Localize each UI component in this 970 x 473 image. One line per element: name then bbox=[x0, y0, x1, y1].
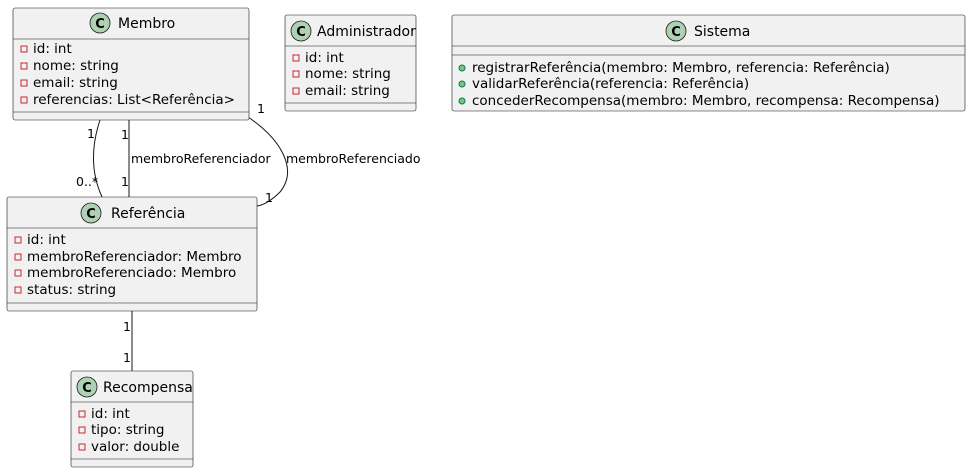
private-visibility-icon bbox=[292, 70, 300, 78]
private-visibility-icon bbox=[20, 79, 28, 87]
multiplicity-label: 1 bbox=[123, 319, 131, 334]
class-title: Membro bbox=[118, 16, 175, 32]
private-visibility-icon bbox=[292, 87, 300, 95]
public-visibility-icon bbox=[458, 97, 466, 105]
association-role-label: membroReferenciado bbox=[286, 151, 420, 166]
private-visibility-icon bbox=[20, 45, 28, 53]
class-sistema[interactable]: C Sistema registrarReferência(membro: Me… bbox=[451, 14, 966, 112]
class-badge-letter: C bbox=[82, 381, 92, 396]
multiplicity-label: 1 bbox=[123, 350, 131, 365]
class-badge-letter: C bbox=[671, 25, 681, 40]
class-administrador[interactable]: C Administrador id: int nome: string ema… bbox=[284, 14, 417, 112]
class-attribute: status: string bbox=[27, 282, 116, 298]
association-role-label: membroReferenciador bbox=[131, 151, 271, 166]
class-membro[interactable]: C Membro id: int nome: string email: str… bbox=[12, 7, 250, 121]
multiplicity-label: 1 bbox=[87, 126, 95, 141]
private-visibility-icon bbox=[14, 286, 22, 294]
public-visibility-icon bbox=[458, 80, 466, 88]
class-attribute: referencias: List<Referência> bbox=[33, 92, 235, 108]
class-attribute: email: string bbox=[33, 75, 118, 91]
class-attribute: tipo: string bbox=[91, 422, 164, 438]
class-badge-letter: C bbox=[296, 25, 306, 40]
private-visibility-icon bbox=[78, 443, 86, 451]
class-attribute: membroReferenciador: Membro bbox=[27, 249, 242, 265]
association-membro-referenciado: 1 membroReferenciado 1 bbox=[247, 101, 420, 207]
class-referencia[interactable]: C Referência id: int membroReferenciador… bbox=[6, 196, 258, 312]
class-attribute: valor: double bbox=[91, 439, 179, 455]
class-badge-letter: C bbox=[95, 17, 105, 32]
private-visibility-icon bbox=[292, 54, 300, 62]
private-visibility-icon bbox=[14, 236, 22, 244]
association-membro-referencia-many: 1 0..* bbox=[76, 119, 103, 198]
class-title: Referência bbox=[111, 206, 185, 222]
private-visibility-icon bbox=[78, 410, 86, 418]
multiplicity-label: 1 bbox=[257, 101, 265, 116]
class-method: validarReferência(referencia: Referência… bbox=[472, 76, 749, 92]
class-badge-letter: C bbox=[86, 207, 96, 222]
class-title: Recompensa bbox=[103, 380, 193, 396]
class-badge-icon bbox=[89, 12, 111, 34]
private-visibility-icon bbox=[78, 426, 86, 434]
class-attribute: id: int bbox=[91, 406, 130, 422]
multiplicity-label: 1 bbox=[121, 174, 129, 189]
association-referencia-recompensa: 1 1 bbox=[123, 311, 133, 371]
class-attribute: email: string bbox=[305, 83, 390, 99]
class-badge-icon bbox=[290, 20, 312, 42]
class-method: concederRecompensa(membro: Membro, recom… bbox=[472, 93, 940, 109]
multiplicity-label: 1 bbox=[265, 190, 273, 205]
class-badge-icon bbox=[76, 376, 98, 398]
class-attribute: membroReferenciado: Membro bbox=[27, 265, 236, 281]
class-attribute: id: int bbox=[305, 50, 344, 66]
private-visibility-icon bbox=[14, 253, 22, 261]
class-badge-icon bbox=[665, 20, 687, 42]
class-recompensa[interactable]: C Recompensa id: int tipo: string valor:… bbox=[70, 370, 194, 468]
class-attribute: nome: string bbox=[305, 66, 391, 82]
class-attribute: nome: string bbox=[33, 58, 119, 74]
public-visibility-icon bbox=[458, 64, 466, 72]
private-visibility-icon bbox=[20, 96, 28, 104]
class-title: Sistema bbox=[694, 24, 750, 40]
multiplicity-label: 1 bbox=[121, 127, 129, 142]
multiplicity-label: 0..* bbox=[76, 174, 98, 189]
class-badge-icon bbox=[80, 202, 102, 224]
class-attribute: id: int bbox=[33, 41, 72, 57]
class-method: registrarReferência(membro: Membro, refe… bbox=[472, 60, 890, 76]
private-visibility-icon bbox=[20, 62, 28, 70]
private-visibility-icon bbox=[14, 269, 22, 277]
class-attribute: id: int bbox=[27, 232, 66, 248]
class-title: Administrador bbox=[317, 24, 416, 40]
association-membro-referenciador: 1 membroReferenciador 1 bbox=[121, 120, 271, 197]
